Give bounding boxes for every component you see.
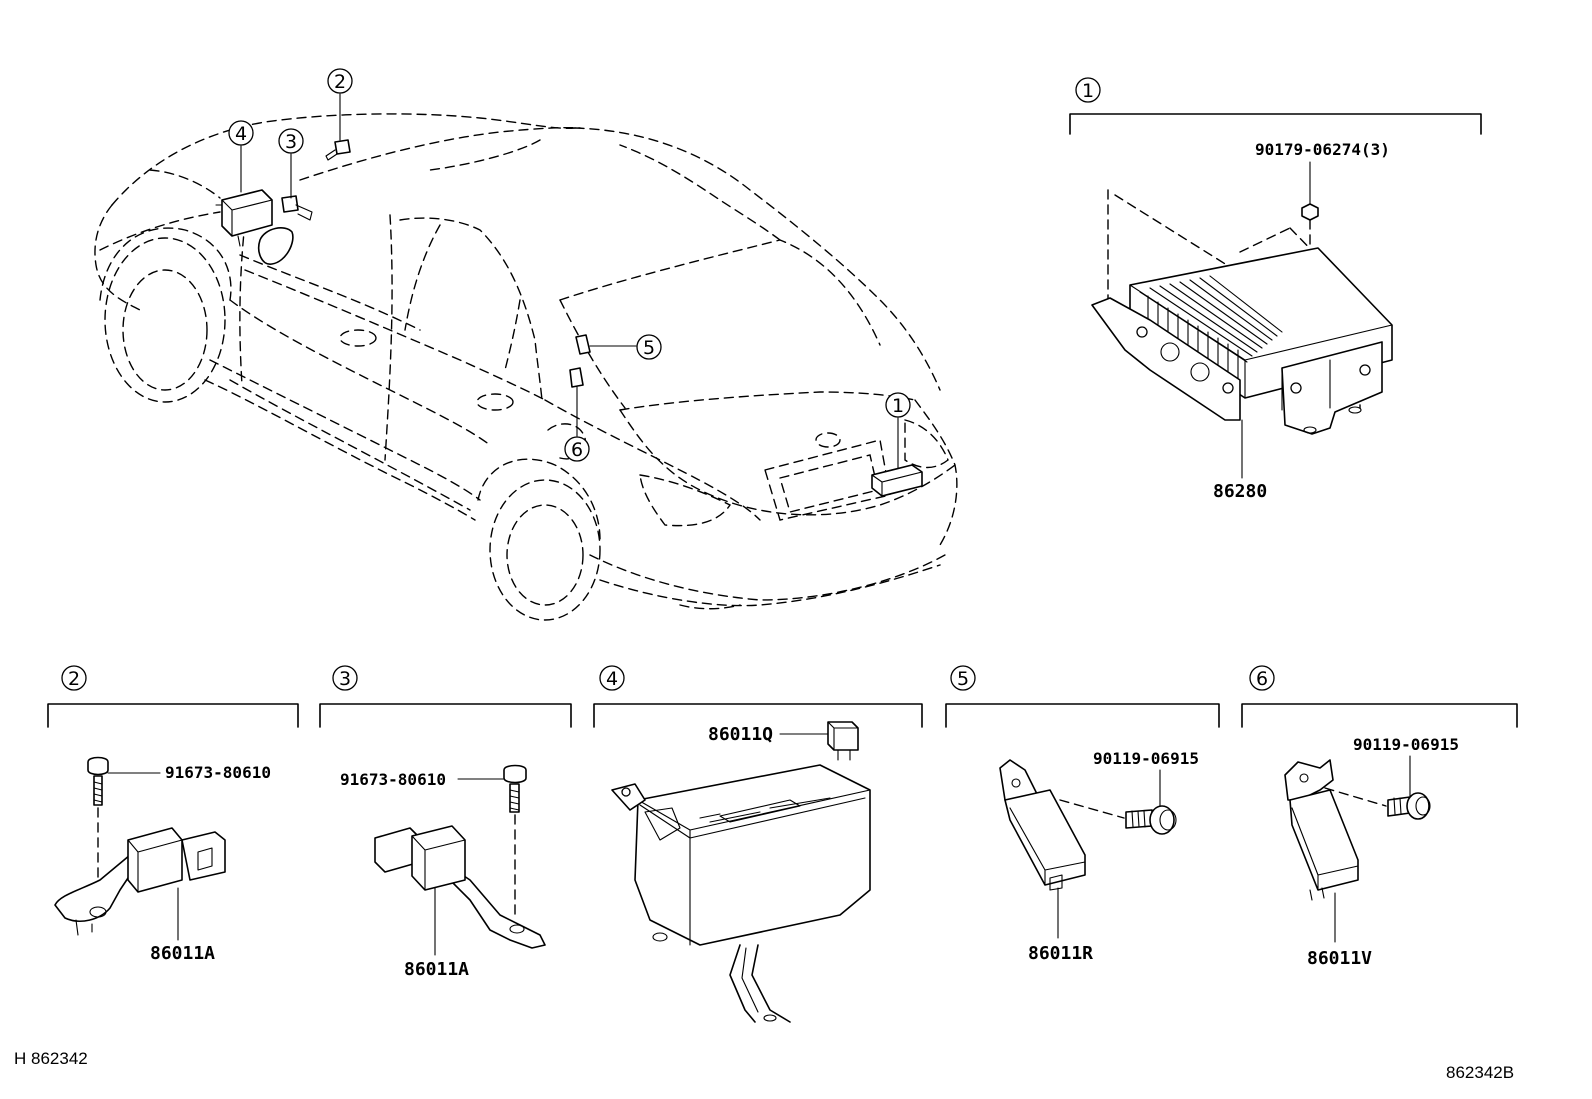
callout-2: 2: [68, 668, 80, 690]
callout-5-car: 5: [643, 337, 655, 359]
callout-circle: [950, 665, 976, 691]
footer-right-code: 862342B: [1446, 1063, 1514, 1082]
car-outline: [94, 113, 958, 621]
group-1: 1 90179-06274(3): [1069, 77, 1482, 502]
callout-4: 4: [606, 668, 618, 690]
callout-circle: [636, 334, 662, 360]
callout-6-car: 6: [571, 439, 583, 461]
car-callouts: 2 3 4 5 6 1: [228, 68, 911, 469]
part-86280: 86280: [1213, 481, 1267, 502]
callout-circle: [1075, 77, 1101, 103]
group-5-bracket: [945, 703, 1220, 728]
callout-circle: [228, 120, 254, 146]
part-91673-80610: 91673-80610: [165, 763, 271, 782]
callout-circle: [61, 665, 87, 691]
relay-icon: [827, 721, 859, 751]
part-86011A: 86011A: [150, 943, 215, 964]
bolt-icon: [87, 756, 109, 776]
group-3: 3 91673-80610 86011A: [319, 665, 572, 980]
group-2: 2 91673-80610 86011A: [47, 665, 299, 964]
callout-1-car: 1: [892, 395, 904, 417]
callout-3: 3: [339, 668, 351, 690]
callout-6: 6: [1256, 668, 1268, 690]
control-box: [611, 764, 871, 1023]
callout-1-main: 1: [1082, 80, 1094, 102]
group-2-bracket: [47, 703, 299, 728]
group-4-bracket: [593, 703, 923, 728]
callout-5: 5: [957, 668, 969, 690]
bolt-icon: [503, 764, 527, 784]
part-90119-06915: 90119-06915: [1093, 749, 1199, 768]
group-6-bracket: [1241, 703, 1518, 728]
callout-circle: [564, 436, 590, 462]
callout-circle: [599, 665, 625, 691]
part-86011Q: 86011Q: [708, 724, 773, 745]
group-1-bracket: [1069, 113, 1482, 135]
group-3-bracket: [319, 703, 572, 728]
group-4: 4 86011Q: [593, 665, 923, 1023]
group-6: 6 90119-06915 86011V: [1241, 665, 1518, 969]
callout-circle: [885, 392, 911, 418]
callout-3-car: 3: [285, 131, 297, 153]
part-86011A-b: 86011A: [404, 959, 469, 980]
callout-2-car: 2: [334, 71, 346, 93]
part-86011R: 86011R: [1028, 943, 1093, 964]
part-90179-06274: 90179-06274(3): [1255, 140, 1390, 159]
car-components: [215, 139, 923, 497]
callout-circle: [327, 68, 353, 94]
amplifier-unit: [1091, 247, 1393, 435]
part-90119-06915-b: 90119-06915: [1353, 735, 1459, 754]
part-91673-80610-b: 91673-80610: [340, 770, 446, 789]
bolt-icon: [1301, 203, 1319, 221]
footer-left-code: H 862342: [14, 1049, 88, 1068]
callout-circle: [278, 128, 304, 154]
callout-4-car: 4: [235, 123, 247, 145]
part-86011V: 86011V: [1307, 948, 1372, 969]
group-5: 5 90119-06915 86011R: [945, 665, 1220, 964]
callout-circle: [1249, 665, 1275, 691]
callout-circle: [332, 665, 358, 691]
